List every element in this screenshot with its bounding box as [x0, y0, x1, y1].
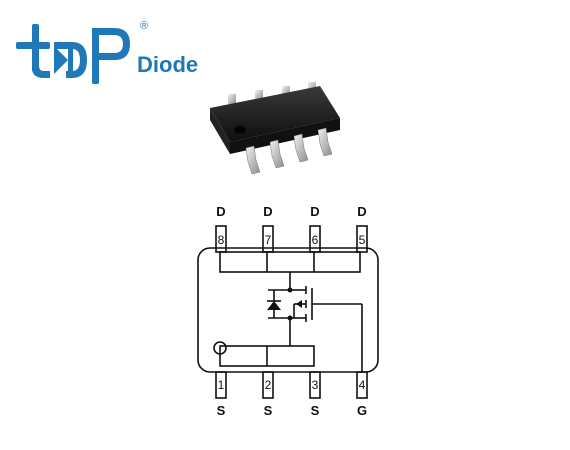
- pinout-schematic: D D D D 8 7 6 5 1 2 3 4 S S S G: [197, 204, 379, 418]
- pin-7-label: D: [263, 204, 272, 219]
- pin-5-label: D: [357, 204, 366, 219]
- soic-8-package-image: [210, 82, 340, 175]
- pin-8-label: D: [216, 204, 225, 219]
- pin-1-label: S: [217, 403, 226, 418]
- pin-4-label: G: [357, 403, 367, 418]
- pin-3-number: 3: [312, 378, 319, 392]
- registered-mark: ®: [140, 20, 149, 32]
- pin-6-number: 6: [312, 233, 319, 247]
- brand-name: Diode: [137, 52, 199, 77]
- pin-2-number: 2: [265, 378, 272, 392]
- pin-5-number: 5: [359, 233, 366, 247]
- pin-1-number: 1: [218, 378, 225, 392]
- pin-4-number: 4: [359, 378, 366, 392]
- pin-6-label: D: [310, 204, 319, 219]
- brand-logo: [16, 24, 130, 84]
- pin-7-number: 7: [265, 233, 272, 247]
- pin-3-label: S: [311, 403, 320, 418]
- pin-8-number: 8: [218, 233, 225, 247]
- pin-2-label: S: [264, 403, 273, 418]
